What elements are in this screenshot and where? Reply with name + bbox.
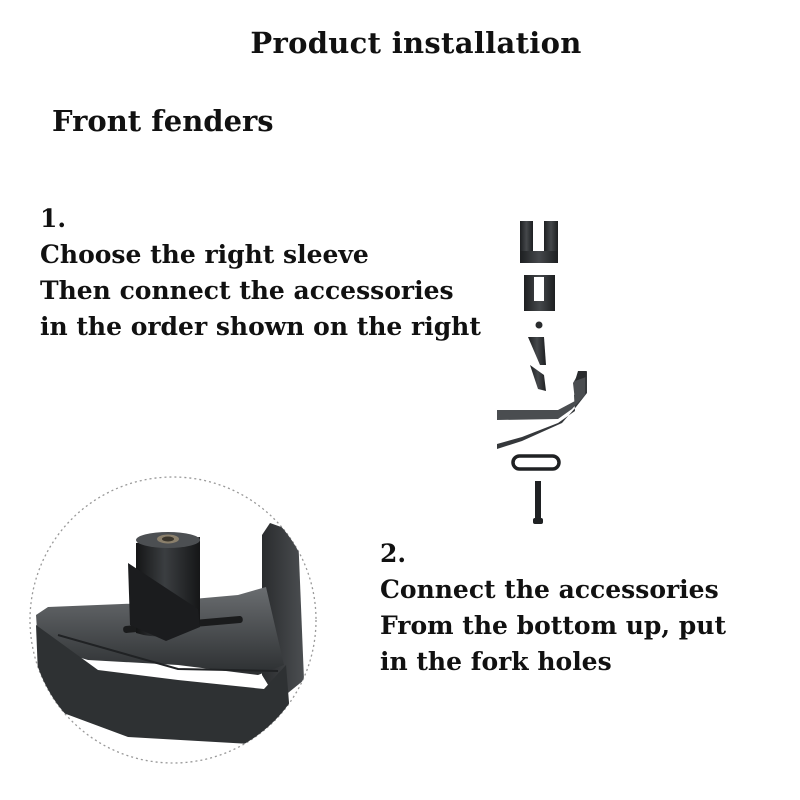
exploded-parts-diagram xyxy=(497,221,587,524)
bolt-icon xyxy=(533,481,543,524)
page-title: Product installation xyxy=(250,26,582,60)
sleeve-icon xyxy=(524,275,555,311)
step-2-line-1: Connect the accessories xyxy=(380,575,719,604)
step-2-instructions: 2. Connect the accessories From the bott… xyxy=(380,536,726,680)
step-1-instructions: 1. Choose the right sleeve Then connect … xyxy=(40,201,481,345)
slot-nut-icon xyxy=(511,454,561,471)
assembled-mount-icon xyxy=(36,523,304,745)
step-1-line-3: in the order shown on the right xyxy=(40,312,481,341)
section-title-front-fenders: Front fenders xyxy=(52,104,274,138)
bracket-icon xyxy=(497,371,587,449)
step-1-line-1: Choose the right sleeve xyxy=(40,240,369,269)
step-2-line-2: From the bottom up, put xyxy=(380,611,726,640)
sleeve-icon xyxy=(520,221,558,263)
assembly-closeup xyxy=(29,476,317,764)
step-2-line-3: in the fork holes xyxy=(380,647,612,676)
wedge-icon xyxy=(530,365,546,391)
step-1-number: 1. xyxy=(40,204,67,233)
washer-icon xyxy=(535,321,543,329)
wedge-icon xyxy=(528,337,546,365)
step-2-number: 2. xyxy=(380,539,407,568)
step-1-line-2: Then connect the accessories xyxy=(40,276,454,305)
